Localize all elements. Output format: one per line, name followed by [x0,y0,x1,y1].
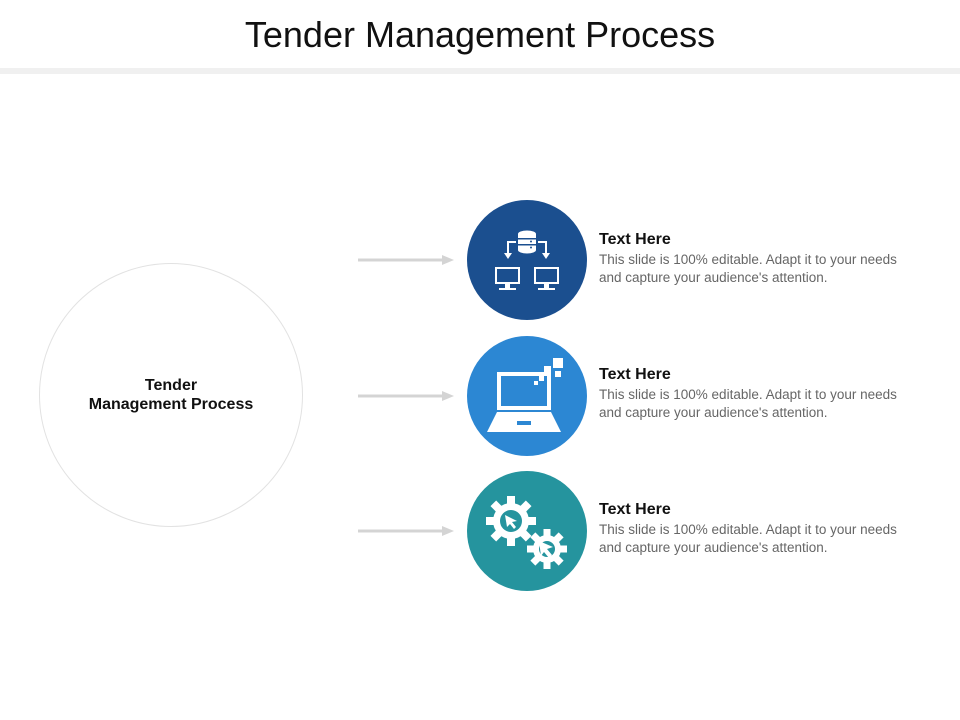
gears-cursor-icon [486,496,567,569]
step-circle-2 [467,336,587,456]
hub-circle: Tender Management Process [39,263,303,527]
connector-arrow-3 [358,526,454,536]
step-text-3: Text Here This slide is 100% editable. A… [599,500,919,557]
step-text-1: Text Here This slide is 100% editable. A… [599,230,919,287]
hub-label-line1: Tender [144,377,198,394]
step-text-2: Text Here This slide is 100% editable. A… [599,365,919,422]
hub-label-line2: Management Process [88,396,254,413]
step-heading-3: Text Here [599,501,671,518]
laptop-pixels-icon [487,358,563,432]
step-circle-1 [467,200,587,320]
step-circle-3 [467,471,587,591]
step-body-3: This slide is 100% editable. Adapt it to… [599,522,897,555]
title-divider [0,68,960,74]
connector-arrow-1 [358,255,454,265]
step-body-1: This slide is 100% editable. Adapt it to… [599,252,897,285]
database-network-icon [495,230,559,290]
step-heading-1: Text Here [599,231,671,248]
step-body-2: This slide is 100% editable. Adapt it to… [599,387,897,420]
slide-title: Tender Management Process [244,14,716,55]
step-heading-2: Text Here [599,366,671,383]
connector-arrow-2 [358,391,454,401]
